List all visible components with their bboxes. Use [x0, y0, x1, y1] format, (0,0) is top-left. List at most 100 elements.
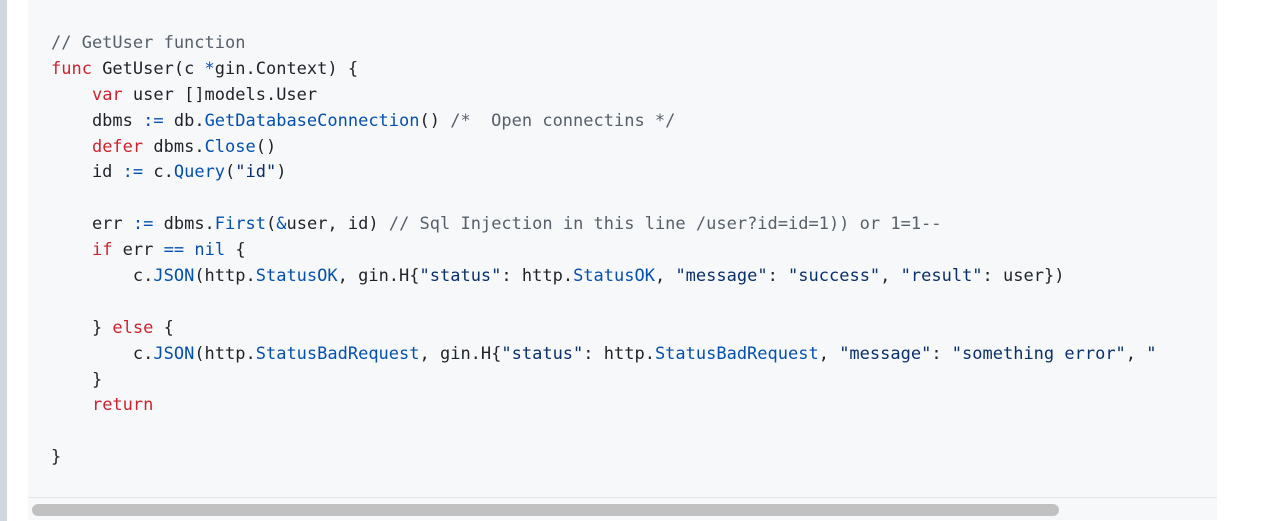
code-token: err — [112, 240, 164, 261]
code-token: , gin.H{ — [419, 343, 502, 364]
code-token: } — [51, 447, 62, 468]
code-token: JSON — [153, 343, 195, 364]
code-block[interactable]: // GetUser function func GetUser(c *gin.C… — [28, 0, 1217, 497]
code-token — [51, 85, 92, 105]
left-border — [0, 0, 7, 521]
code-token: "success" — [788, 266, 881, 287]
code-token: return — [91, 395, 154, 416]
code-token: "message" — [839, 343, 932, 364]
code-token: StatusBadRequest — [654, 343, 819, 364]
code-token: // Sql Injection in this line /user?id=i… — [388, 214, 942, 235]
code-line: ​ — [51, 419, 1157, 445]
code-token: := — [132, 214, 154, 235]
code-token: StatusOK — [573, 266, 655, 287]
code-token: Close — [204, 136, 256, 157]
code-token: defer — [91, 136, 144, 157]
code-token: db. — [163, 110, 205, 131]
code-token: dbms — [51, 110, 144, 131]
code-line: defer dbms.Close() — [51, 135, 1157, 161]
code-token: } — [51, 317, 113, 338]
code-token: func — [51, 58, 92, 79]
code-token: "result" — [900, 266, 983, 287]
code-line: if err == nil { — [51, 238, 1157, 264]
code-line: ​ — [51, 186, 1157, 212]
code-token: "message" — [675, 266, 768, 287]
code-token: { — [153, 317, 174, 338]
code-token: nil — [194, 240, 226, 261]
code-token: /* Open connectins */ — [450, 110, 676, 131]
code-token: id — [51, 162, 123, 183]
code-token: err — [51, 214, 133, 235]
code-line: } else { — [51, 316, 1157, 342]
code-line: id := c.Query("id") — [51, 160, 1157, 186]
code-token: ) — [276, 162, 287, 183]
code-token: { — [225, 240, 246, 261]
code-token: user []models.User — [122, 84, 318, 105]
code-line: c.JSON(http.StatusBadRequest, gin.H{"sta… — [51, 342, 1157, 368]
code-token: GetUser(c — [91, 58, 205, 79]
code-token: () — [255, 136, 277, 157]
code-token: c. — [51, 266, 154, 287]
code-token: var — [91, 84, 123, 105]
code-token: StatusBadRequest — [255, 343, 420, 364]
code-token: First — [214, 214, 266, 235]
code-token: := — [143, 110, 164, 131]
code-token: & — [276, 214, 287, 235]
code-token: , — [880, 266, 901, 287]
code-token: else — [112, 317, 154, 338]
code-token: , — [818, 343, 840, 364]
code-line: c.JSON(http.StatusOK, gin.H{"status": ht… — [51, 264, 1157, 290]
code-token: ( — [225, 162, 236, 183]
code-token: () — [419, 110, 451, 131]
code-token: "something error" — [951, 343, 1126, 364]
code-token: : user}) — [982, 266, 1065, 287]
code-token: : http. — [583, 343, 655, 364]
code-token: * — [204, 58, 215, 79]
scrollbar-thumb[interactable] — [32, 504, 1059, 516]
code-token: (http. — [194, 343, 256, 364]
code-token: , — [654, 266, 676, 287]
code-line: ​ — [51, 290, 1157, 316]
code-token: : — [767, 266, 789, 287]
code-token: : http. — [501, 266, 574, 287]
code-token: " — [1146, 343, 1157, 364]
code-token: GetDatabaseConnection — [204, 110, 420, 131]
code-token: "id" — [235, 162, 277, 183]
code-token — [51, 395, 92, 415]
code-token: JSON — [153, 266, 195, 287]
code-token: "status" — [501, 343, 584, 364]
code-token: } — [51, 369, 103, 390]
code-line: err := dbms.First(&user, id) // Sql Inje… — [51, 212, 1157, 238]
code-token — [184, 240, 194, 260]
horizontal-scrollbar[interactable] — [28, 497, 1217, 520]
code-token — [51, 240, 92, 260]
code-token: == — [163, 240, 185, 261]
code-token: c. — [143, 162, 174, 183]
code-token: if — [91, 240, 113, 261]
code-line: // GetUser function — [51, 31, 1157, 57]
code-token: StatusOK — [255, 266, 338, 287]
code-token: // GetUser function — [51, 33, 246, 53]
code-token: := — [122, 162, 144, 183]
right-gutter — [1217, 0, 1280, 521]
code-token — [51, 137, 92, 157]
code-token: c. — [51, 343, 154, 364]
code-line: func GetUser(c *gin.Context) { — [51, 57, 1157, 83]
code-token: Query — [173, 162, 226, 183]
code-line: } — [51, 368, 1157, 394]
code-token: , — [1125, 343, 1147, 364]
code-token: (http. — [194, 266, 256, 287]
code-line: var user []models.User — [51, 83, 1157, 109]
code-line: } — [51, 445, 1157, 471]
code-token: , gin.H{ — [337, 266, 420, 287]
code-token: dbms. — [143, 136, 205, 157]
code-token: "status" — [419, 266, 502, 287]
code-token: : — [931, 343, 952, 364]
code-line: return — [51, 393, 1157, 419]
code-token: gin.Context) { — [214, 58, 359, 79]
code-token: dbms. — [153, 214, 215, 235]
code-lines: // GetUser function func GetUser(c *gin.C… — [51, 31, 1157, 471]
code-token: ( — [265, 214, 277, 235]
code-token: user, id) — [286, 214, 389, 235]
